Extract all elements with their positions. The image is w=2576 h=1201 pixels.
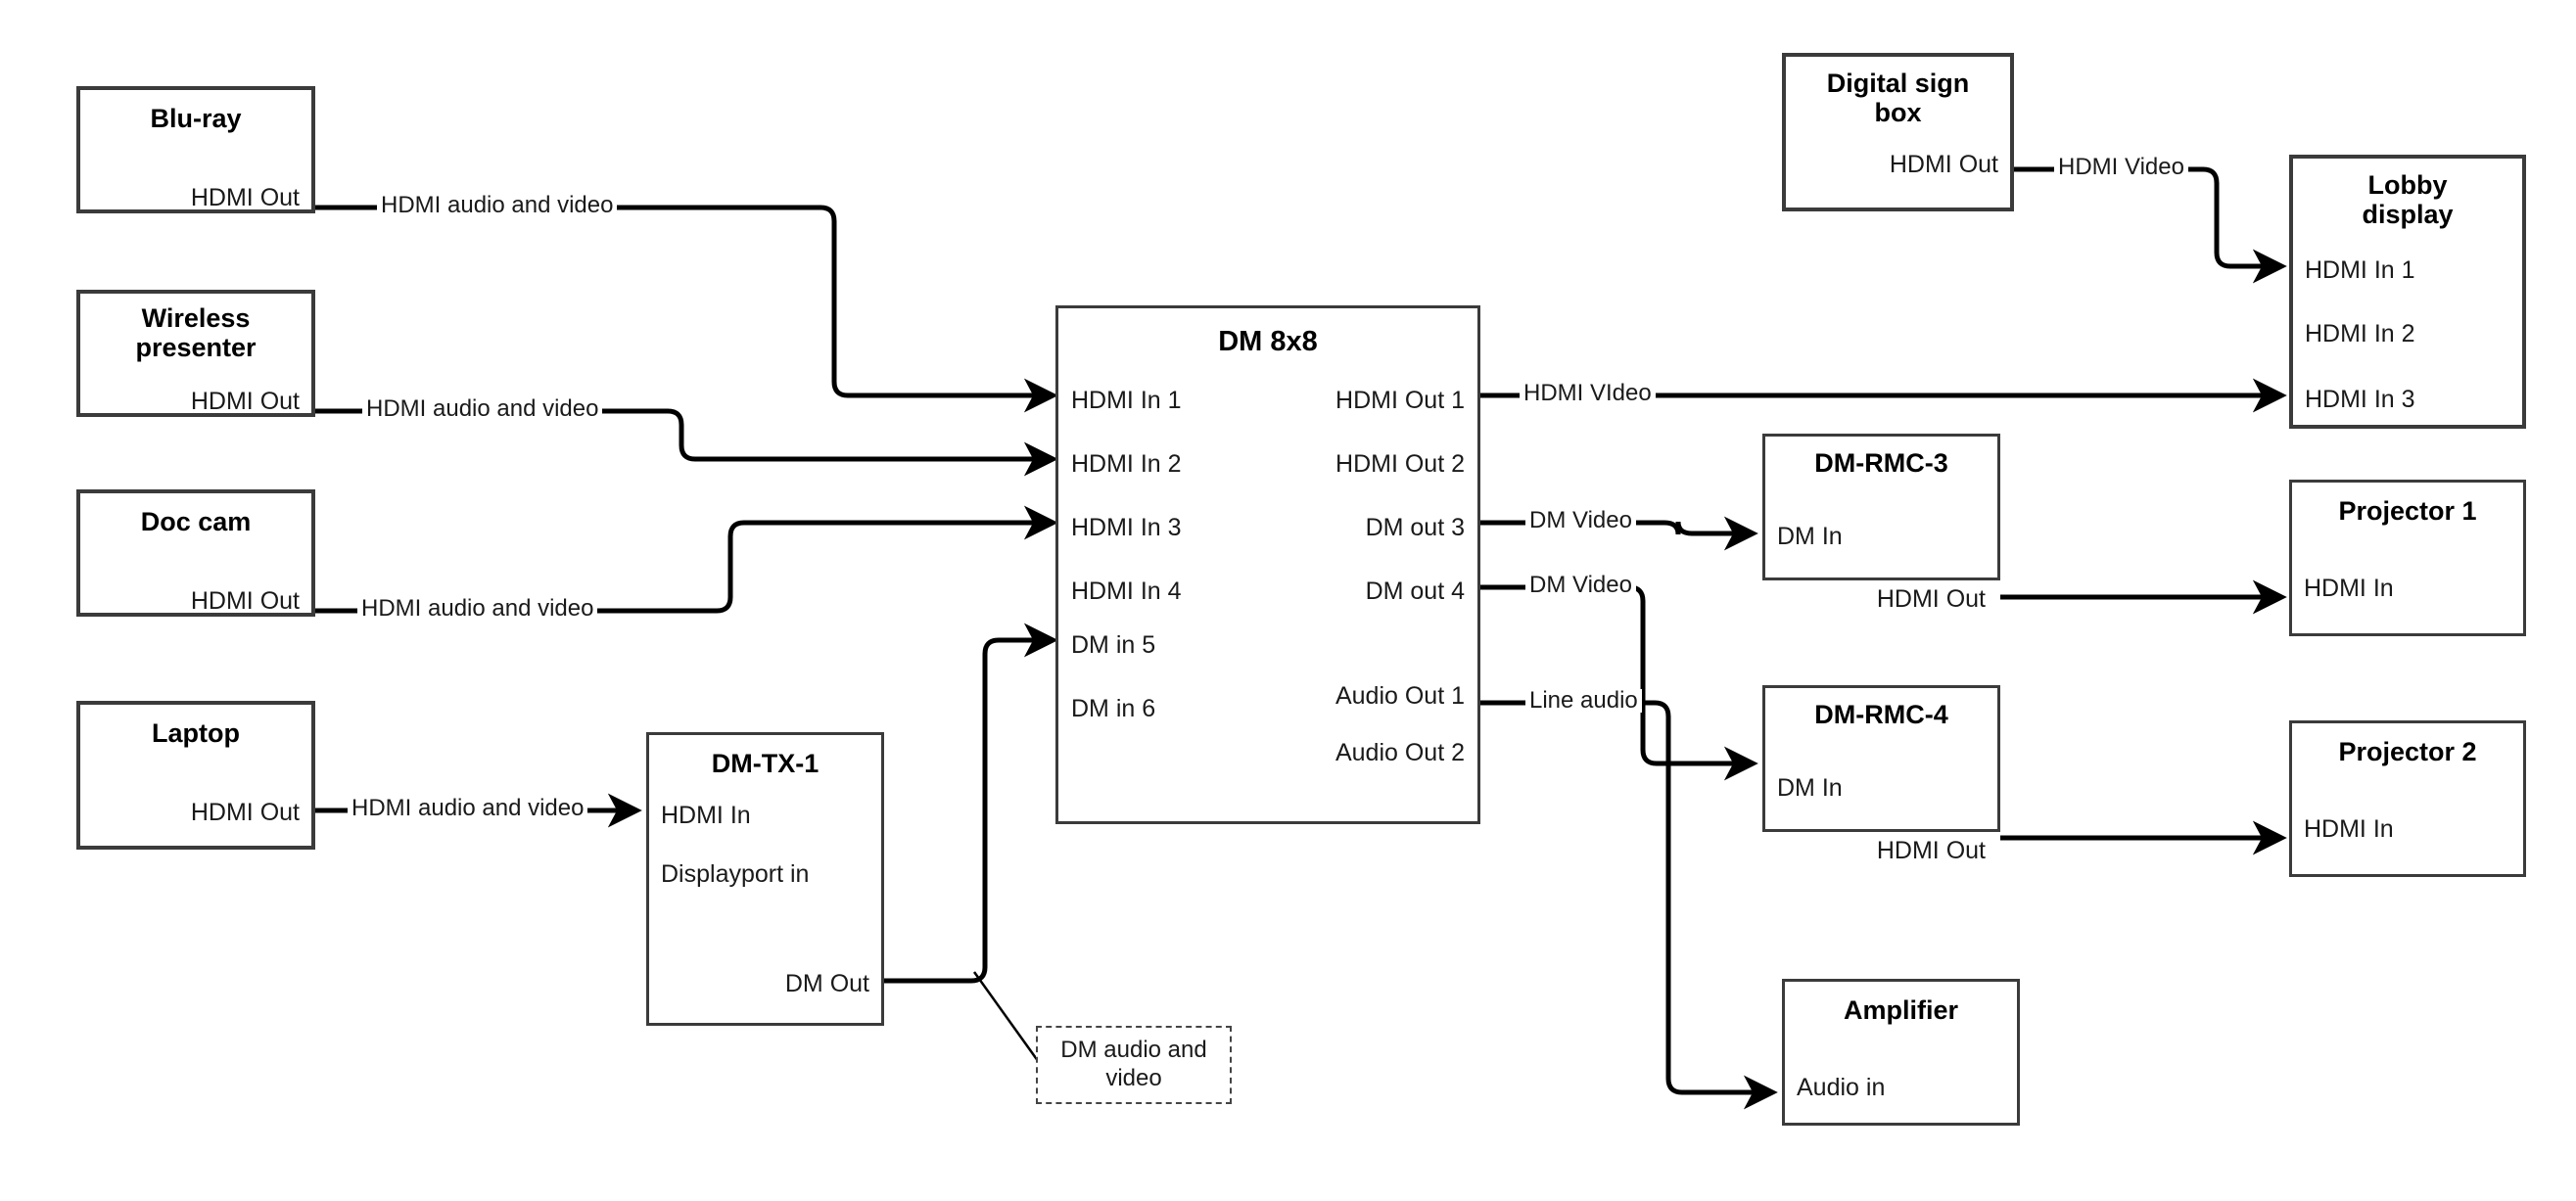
digital-sign-box-title: Digital sign box	[1826, 69, 1970, 128]
doc-cam-port-hdmi-out: HDMI Out	[190, 587, 300, 615]
wire-dm8x8-dmout4-to-rmc4	[1480, 584, 1758, 781]
dm-tx-1-port-dm-out: DM Out	[784, 970, 869, 997]
dm-8x8-output-hdmi-out-2: HDMI Out 2	[1335, 450, 1465, 478]
dm-tx-1-port-hdmi-in: HDMI In	[661, 802, 751, 829]
digital-sign-box-port-hdmi-out: HDMI Out	[1889, 151, 1998, 178]
amplifier-title: Amplifier	[1843, 995, 1959, 1025]
dm-8x8-output-audio-out-2: Audio Out 2	[1335, 739, 1465, 766]
dm-tx-1-port-displayport-in: Displayport in	[661, 860, 810, 888]
device-box-projector-2[interactable]: Projector 2 HDMI In	[2289, 720, 2526, 877]
lobby-display-title: Lobby display	[2362, 170, 2454, 230]
edge-label-laptop-to-dmtx1: HDMI audio and video	[348, 797, 588, 820]
dm-rmc-4-port-hdmi-out: HDMI Out	[1876, 837, 1986, 864]
wire-bluray-to-dm8x8-in1	[315, 205, 1058, 413]
edge-label-dm8x8-hdmiout1-to-lobby: HDMI VIdeo	[1520, 382, 1656, 405]
projector-1-title: Projector 1	[2338, 496, 2477, 526]
device-box-digital-sign-box[interactable]: Digital sign box HDMI Out	[1782, 53, 2014, 211]
wire-signbox-to-lobby-in1	[2014, 166, 2287, 284]
wire-dmtx1-to-dm8x8-in5	[884, 623, 1058, 984]
dm-8x8-input-hdmi-in-1: HDMI In 1	[1071, 387, 1182, 414]
projector-2-port-hdmi-in: HDMI In	[2304, 815, 2394, 843]
dm-8x8-input-dm-in-6: DM in 6	[1071, 695, 1156, 722]
wire-dm8x8-dmout3-to-rmc3	[1480, 516, 1758, 551]
edge-label-doccam-to-dm8x8-in3: HDMI audio and video	[357, 597, 598, 621]
dm-rmc-3-title: DM-RMC-3	[1814, 448, 1948, 478]
callout-dm-audio-and-video: DM audio and video	[1036, 1026, 1232, 1104]
wire-wireless-to-dm8x8-in2	[315, 408, 1058, 477]
device-box-bluray[interactable]: Blu-ray HDMI Out	[76, 86, 315, 213]
projector-1-port-hdmi-in: HDMI In	[2304, 575, 2394, 602]
device-box-dm-8x8[interactable]: DM 8x8 HDMI In 1 HDMI In 2 HDMI In 3 HDM…	[1055, 305, 1480, 824]
dm-8x8-input-hdmi-in-3: HDMI In 3	[1071, 514, 1182, 541]
dm-rmc-4-port-dm-in: DM In	[1777, 774, 1843, 802]
dm-8x8-input-hdmi-in-2: HDMI In 2	[1071, 450, 1182, 478]
device-box-wireless-presenter[interactable]: Wireless presenter HDMI Out	[76, 290, 315, 417]
dm-8x8-output-dm-out-4: DM out 4	[1365, 577, 1465, 605]
dm-8x8-output-hdmi-out-1: HDMI Out 1	[1335, 387, 1465, 414]
laptop-port-hdmi-out: HDMI Out	[190, 799, 300, 826]
device-box-dm-rmc-3[interactable]: DM-RMC-3 DM In HDMI Out	[1762, 434, 2000, 613]
lobby-display-input-hdmi-in-2: HDMI In 2	[2305, 320, 2415, 347]
lobby-display-input-hdmi-in-3: HDMI In 3	[2305, 386, 2415, 413]
edge-label-audioout1-to-amplifier: Line audio	[1525, 689, 1642, 713]
wire-dm8x8-audioout1-to-amplifier	[1480, 700, 1778, 1110]
lobby-display-input-hdmi-in-1: HDMI In 1	[2305, 256, 2415, 284]
dm-8x8-output-dm-out-3: DM out 3	[1365, 514, 1465, 541]
dm-tx-1-title: DM-TX-1	[711, 749, 820, 778]
dm-8x8-input-dm-in-5: DM in 5	[1071, 631, 1156, 659]
edge-label-dmout3-to-rmc3: DM Video	[1525, 509, 1636, 532]
edge-label-wireless-to-dm8x8-in2: HDMI audio and video	[362, 397, 603, 421]
dm-rmc-4-title: DM-RMC-4	[1814, 700, 1948, 729]
dm-rmc-3-port-hdmi-out: HDMI Out	[1876, 585, 1986, 613]
bluray-port-hdmi-out: HDMI Out	[190, 184, 300, 211]
wireless-presenter-title: Wireless presenter	[135, 303, 257, 363]
device-box-lobby-display[interactable]: Lobby display HDMI In 1 HDMI In 2 HDMI I…	[2289, 155, 2526, 429]
dm-rmc-3-port-dm-in: DM In	[1777, 523, 1843, 550]
dm-8x8-input-hdmi-in-4: HDMI In 4	[1071, 577, 1182, 605]
callout-leader-line	[972, 971, 1043, 1066]
doc-cam-title: Doc cam	[140, 507, 252, 536]
device-box-doc-cam[interactable]: Doc cam HDMI Out	[76, 489, 315, 617]
laptop-title: Laptop	[152, 718, 240, 748]
wireless-presenter-port-hdmi-out: HDMI Out	[190, 388, 300, 415]
edge-label-bluray-to-dm8x8-in1: HDMI audio and video	[377, 194, 618, 217]
edge-label-dmout4-to-rmc4: DM Video	[1525, 574, 1636, 597]
device-box-amplifier[interactable]: Amplifier Audio in	[1782, 979, 2020, 1126]
device-box-projector-1[interactable]: Projector 1 HDMI In	[2289, 480, 2526, 636]
wire-doccam-to-dm8x8-in3	[315, 505, 1058, 614]
bluray-title: Blu-ray	[150, 104, 242, 133]
device-box-dm-tx-1[interactable]: DM-TX-1 HDMI In Displayport in DM Out	[646, 732, 884, 1026]
edge-label-signbox-to-lobby: HDMI Video	[2054, 156, 2188, 179]
device-box-dm-rmc-4[interactable]: DM-RMC-4 DM In HDMI Out	[1762, 685, 2000, 864]
dm-8x8-title: DM 8x8	[1218, 326, 1318, 357]
dm-8x8-output-audio-out-1: Audio Out 1	[1335, 682, 1465, 710]
device-box-laptop[interactable]: Laptop HDMI Out	[76, 701, 315, 850]
callout-dm-audio-and-video-text: DM audio and video	[1060, 1037, 1207, 1091]
amplifier-port-audio-in: Audio in	[1797, 1074, 1886, 1101]
projector-2-title: Projector 2	[2338, 737, 2477, 766]
